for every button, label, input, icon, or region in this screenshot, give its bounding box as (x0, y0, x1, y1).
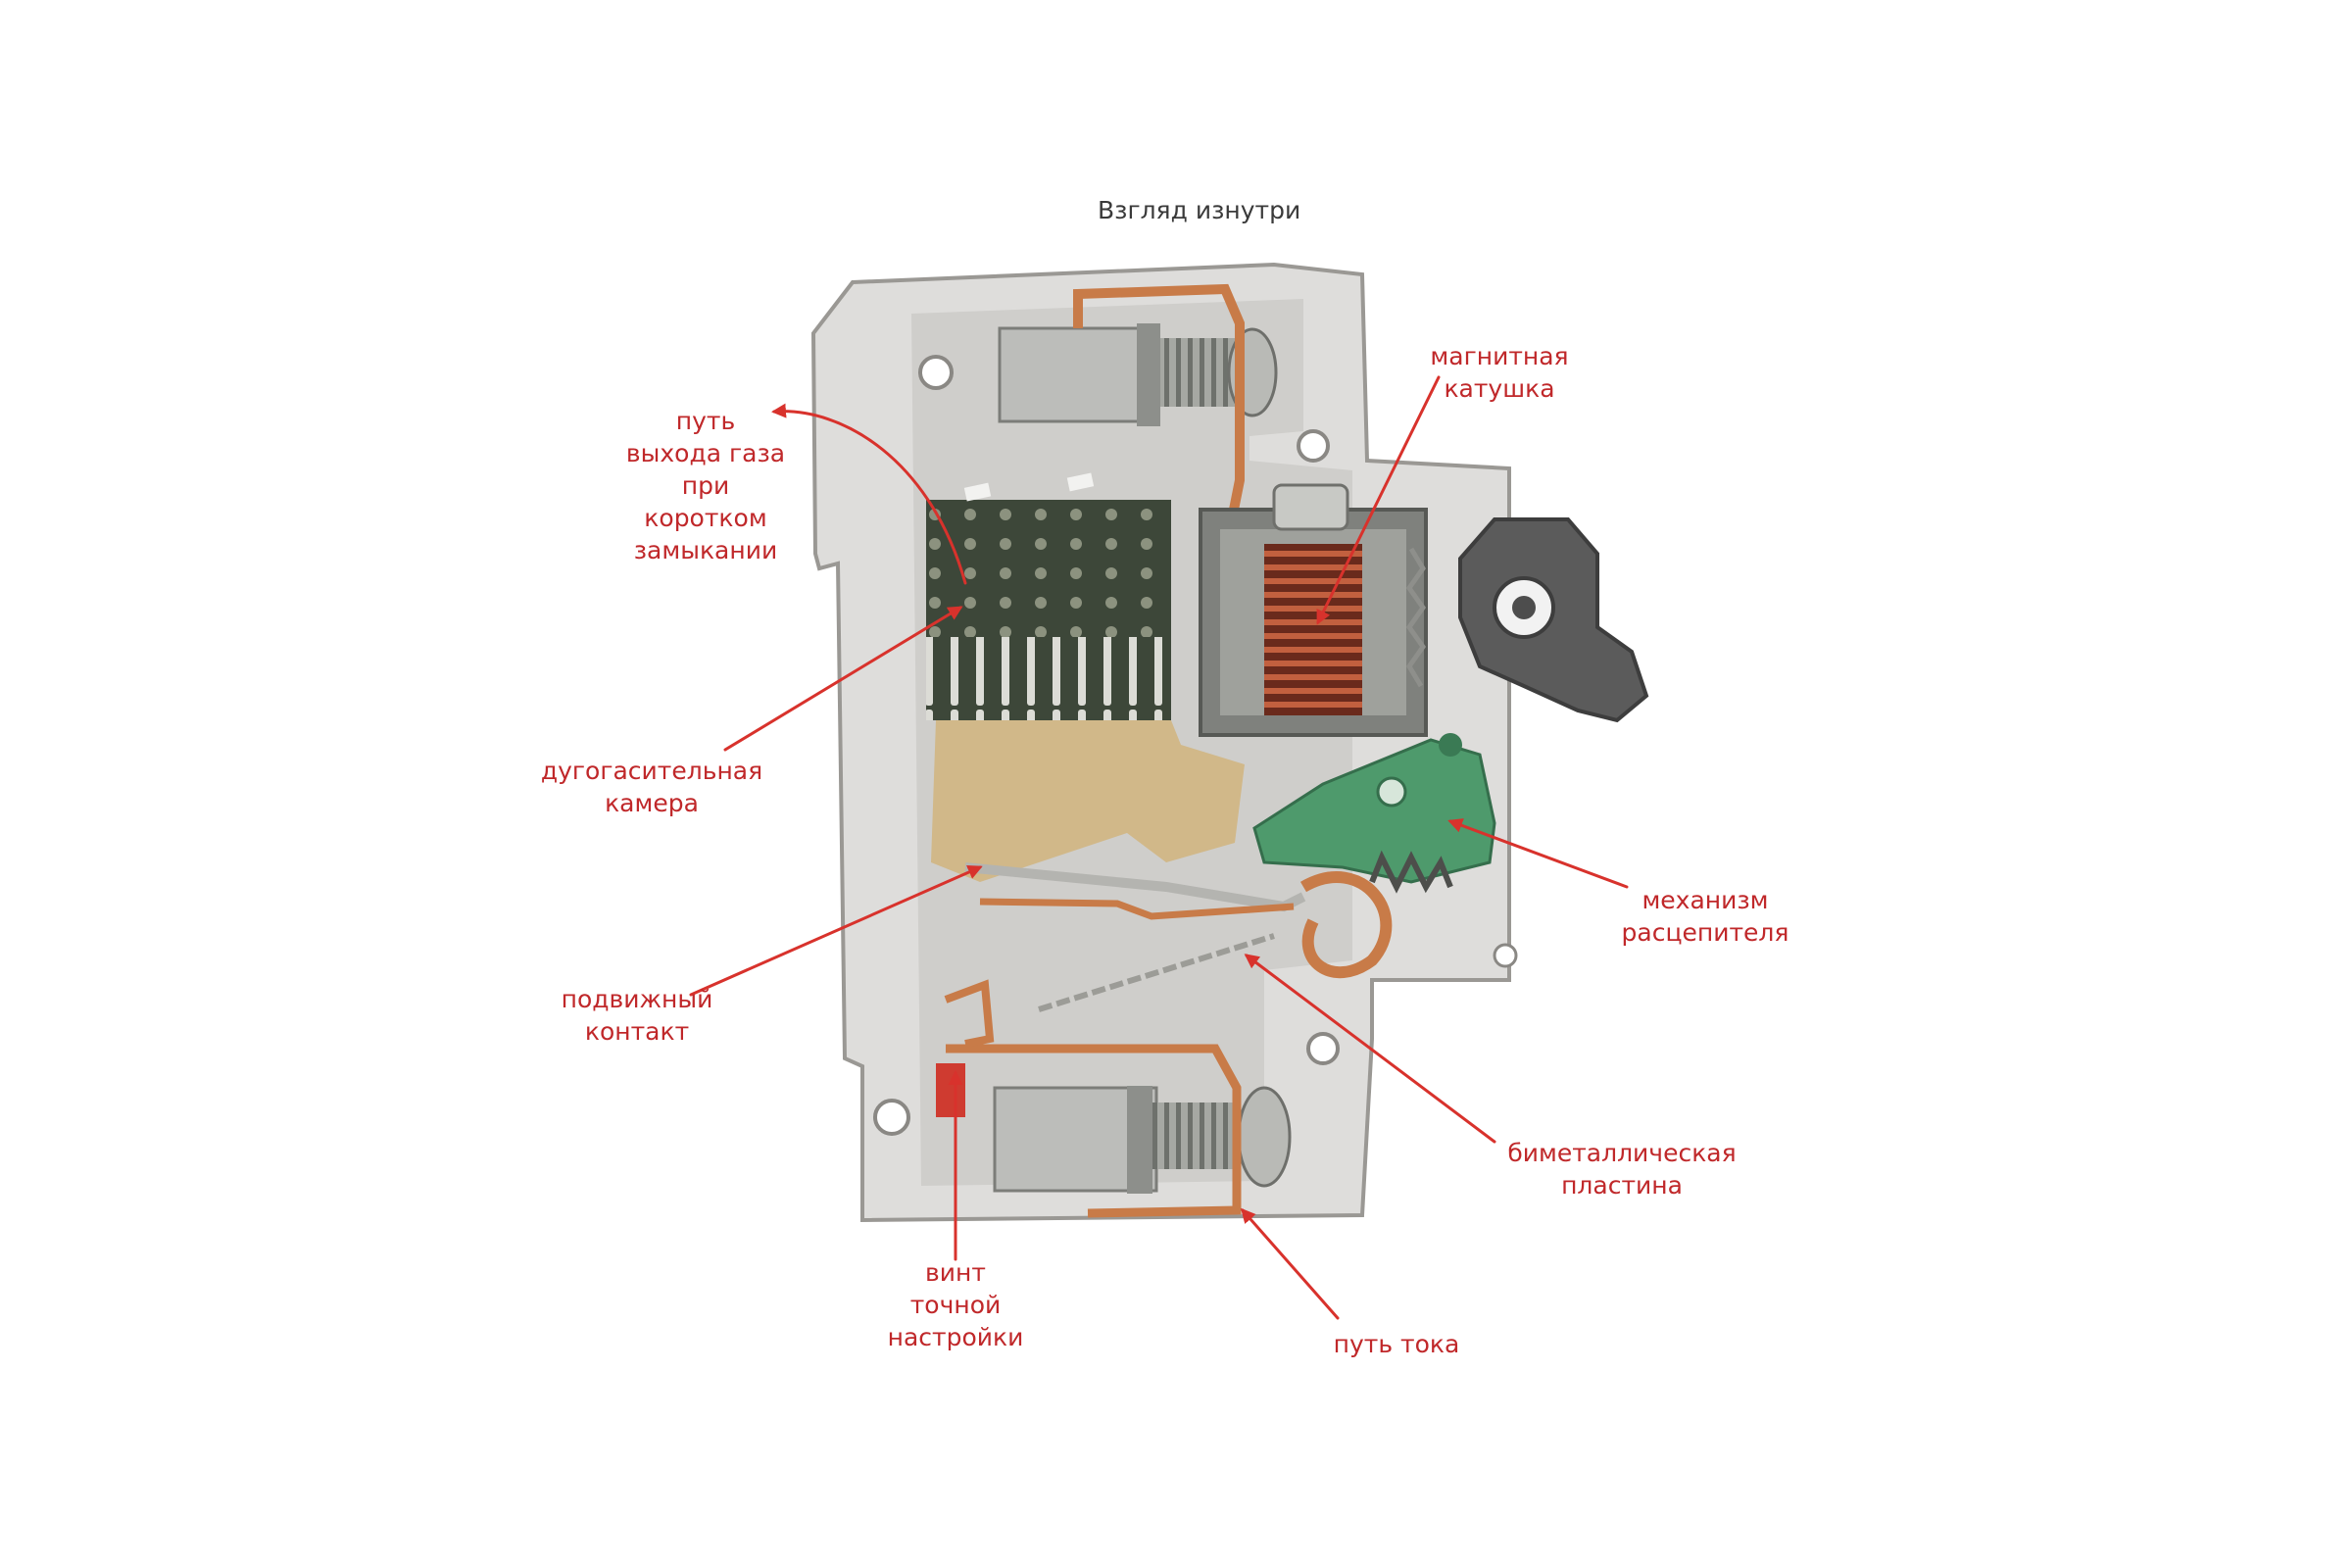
label-adjust-screw: винт точной настройки (887, 1258, 1024, 1351)
label-current-path: путь тока (1333, 1330, 1460, 1358)
arrow-movable-contact (689, 864, 983, 997)
top-terminal (998, 283, 1278, 530)
arc-chute (926, 472, 1245, 882)
arrow-current-path (1241, 1207, 1340, 1320)
arrow-magnetic-coil (1316, 375, 1441, 625)
label-movable-contact: подвижный контакт (561, 985, 713, 1046)
diagram-title: Взгляд изнутри (1098, 196, 1301, 224)
bimetal-plate (1038, 871, 1393, 1012)
label-arc-chamber: дугогасительная камера (540, 757, 763, 817)
operating-knob (1458, 517, 1649, 723)
trip-mechanism (1252, 733, 1496, 894)
label-trip-mechanism: механизм расцепителя (1621, 886, 1789, 947)
annotation-arrows (689, 375, 1629, 1320)
arrow-trip-mechanism (1447, 818, 1629, 889)
arrow-bimetal-plate (1244, 954, 1496, 1144)
arrow-gas-path (771, 403, 967, 585)
label-gas-path: путь выхода газа при коротком замыкании (625, 407, 786, 564)
bottom-terminal (946, 1044, 1292, 1218)
magnetic-coil (1199, 483, 1428, 737)
arrow-arc-chamber (723, 606, 963, 752)
label-bimetal-plate: биметаллическая пластина (1507, 1139, 1737, 1200)
movable-contact (964, 862, 1306, 920)
label-magnetic-coil: магнитная катушка (1430, 342, 1569, 403)
